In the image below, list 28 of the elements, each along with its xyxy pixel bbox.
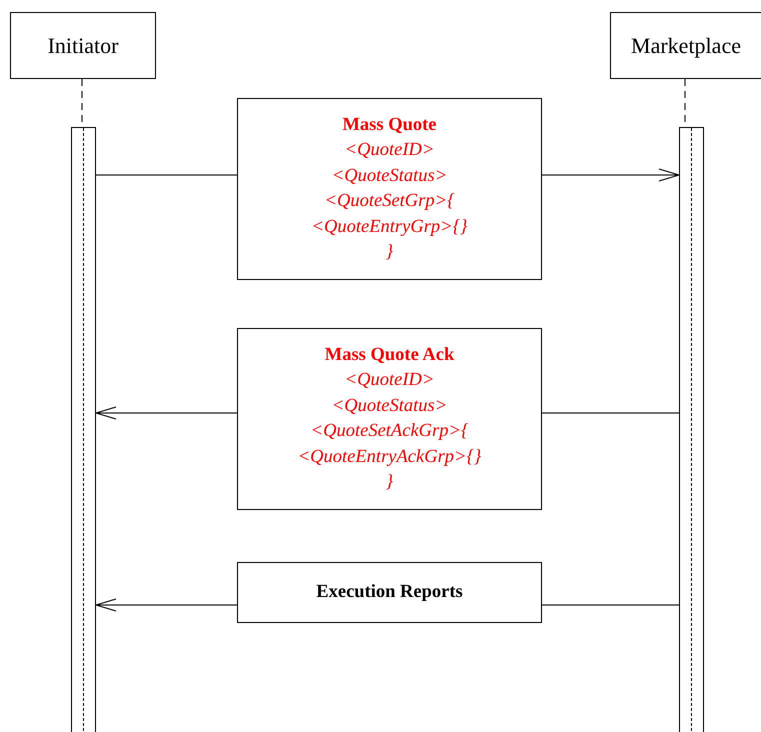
message-line	[96, 174, 238, 176]
message-field: <QuoteID>	[344, 138, 434, 164]
participant-box	[10, 12, 156, 79]
message-arrow	[542, 168, 680, 182]
message-title: Mass Quote Ack	[324, 344, 454, 366]
message-field: <QuoteStatus>	[332, 164, 448, 189]
message-title: Mass Quote	[342, 114, 437, 136]
message-line	[542, 604, 680, 606]
activation-bar	[679, 127, 704, 732]
message-box	[237, 98, 542, 280]
message-field: <QuoteID>	[344, 368, 434, 394]
message-box	[237, 562, 542, 623]
message-field: <QuoteSetGrp>{	[324, 189, 454, 214]
message-box	[237, 328, 542, 510]
message-title: Execution Reports	[316, 580, 463, 604]
participant-box	[610, 12, 761, 79]
message-field: }	[386, 240, 394, 266]
message-field: <QuoteSetAckGrp>{	[310, 419, 468, 444]
activation-bar	[71, 127, 96, 732]
participant-name: Marketplace	[631, 32, 741, 58]
message-field: <QuoteStatus>	[332, 394, 448, 419]
message-arrow	[96, 598, 238, 612]
message-field: <QuoteEntryAckGrp>{}	[298, 444, 482, 470]
participant-name: Initiator	[48, 32, 118, 58]
message-field: }	[386, 470, 394, 496]
message-line	[542, 412, 680, 414]
message-field: <QuoteEntryGrp>{}	[312, 214, 468, 240]
message-arrow	[96, 406, 238, 420]
